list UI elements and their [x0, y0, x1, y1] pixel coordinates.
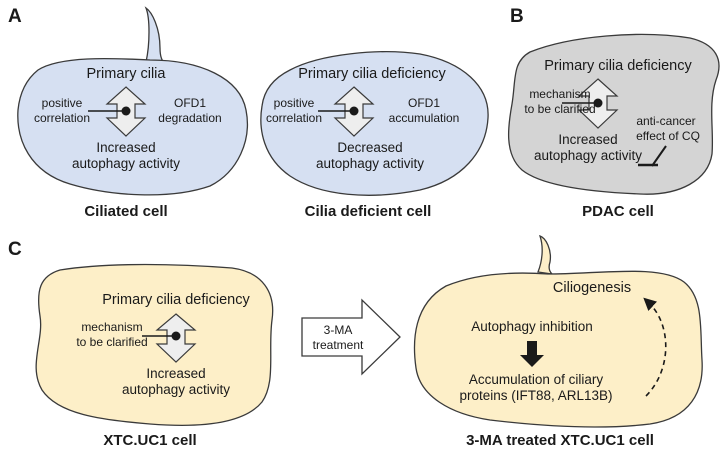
ciliated-cell: Primary cilia positive correlation OFD1 …	[17, 6, 248, 196]
xtc-left-line1: mechanism	[81, 320, 142, 334]
ciliated-cell-label: Ciliated cell	[84, 203, 167, 220]
deficient-left-line2: correlation	[266, 111, 322, 125]
treatment-line1: 3-MA	[324, 323, 353, 337]
panel-letter-a: A	[8, 6, 22, 27]
deficient-bottom-line2: autophagy activity	[316, 156, 424, 171]
pdac-cell-label: PDAC cell	[582, 203, 654, 220]
deficient-right-line1: OFD1	[408, 96, 440, 110]
pdac-bottom-line1: Increased	[558, 132, 617, 147]
panel-letter-c: C	[8, 239, 22, 260]
xtc-cell: Primary cilia deficiency mechanism to be…	[35, 263, 274, 426]
pdac-cell-body	[507, 33, 720, 195]
xtc-connector-dot	[171, 331, 181, 341]
pdac-title: Primary cilia deficiency	[544, 58, 692, 74]
treated-dashed-feedback-arrow	[643, 297, 667, 397]
ciliated-left-line1: positive	[42, 96, 83, 110]
pdac-connector-dot	[593, 98, 603, 108]
pdac-cell: Primary cilia deficiency mechanism to be…	[507, 33, 720, 195]
ciliated-connector-dot	[121, 106, 131, 116]
treated-cell-body	[413, 270, 703, 428]
xtc-left-line2: to be clarified	[76, 335, 147, 349]
ciliated-left-line2: correlation	[34, 111, 90, 125]
deficient-right-line2: accumulation	[389, 111, 460, 125]
ciliated-cell-cilium	[144, 6, 167, 65]
treated-cell: Ciliogenesis Autophagy inhibition Accumu…	[413, 234, 703, 428]
deficient-cell-body	[260, 51, 489, 196]
pdac-left-line1: mechanism	[529, 87, 590, 101]
deficient-left-line1: positive	[274, 96, 315, 110]
treated-ciliogenesis: Ciliogenesis	[553, 280, 631, 296]
ciliated-bottom-line1: Increased	[96, 140, 155, 155]
treatment-line2: treatment	[313, 338, 364, 352]
ciliated-right-line2: degradation	[158, 111, 221, 125]
pdac-left-line2: to be clarified	[524, 102, 595, 116]
xtc-bottom-line1: Increased	[146, 366, 205, 381]
xtc-title: Primary cilia deficiency	[102, 292, 250, 308]
pdac-right-line1: anti-cancer	[636, 114, 695, 128]
treated-accum-line1: Accumulation of ciliary	[469, 372, 604, 387]
ciliated-title: Primary cilia	[87, 66, 167, 82]
deficient-cell: Primary cilia deficiency positive correl…	[260, 51, 489, 196]
xtc-cell-body	[35, 263, 274, 426]
treated-down-arrow	[520, 341, 544, 367]
pdac-right-line2: effect of CQ	[636, 129, 700, 143]
xtc-cell-label: XTC.UC1 cell	[103, 432, 196, 449]
pdac-inhibition-mark	[638, 145, 667, 167]
panel-letter-b: B	[510, 6, 524, 27]
xtc-bottom-line2: autophagy activity	[122, 382, 230, 397]
deficient-bottom-line1: Decreased	[337, 140, 402, 155]
treated-inhibition: Autophagy inhibition	[471, 319, 593, 334]
treated-cell-cilium	[537, 234, 554, 275]
treated-cell-label: 3-MA treated XTC.UC1 cell	[466, 432, 654, 449]
ciliated-bottom-line2: autophagy activity	[72, 156, 180, 171]
deficient-connector-dot	[349, 106, 359, 116]
treatment-arrow: 3-MA treatment	[301, 298, 401, 376]
deficient-title: Primary cilia deficiency	[298, 66, 446, 82]
treated-accum-line2: proteins (IFT88, ARL13B)	[459, 388, 612, 403]
pdac-bottom-line2: autophagy activity	[534, 148, 642, 163]
deficient-cell-label: Cilia deficient cell	[305, 203, 432, 220]
ciliated-right-line1: OFD1	[174, 96, 206, 110]
